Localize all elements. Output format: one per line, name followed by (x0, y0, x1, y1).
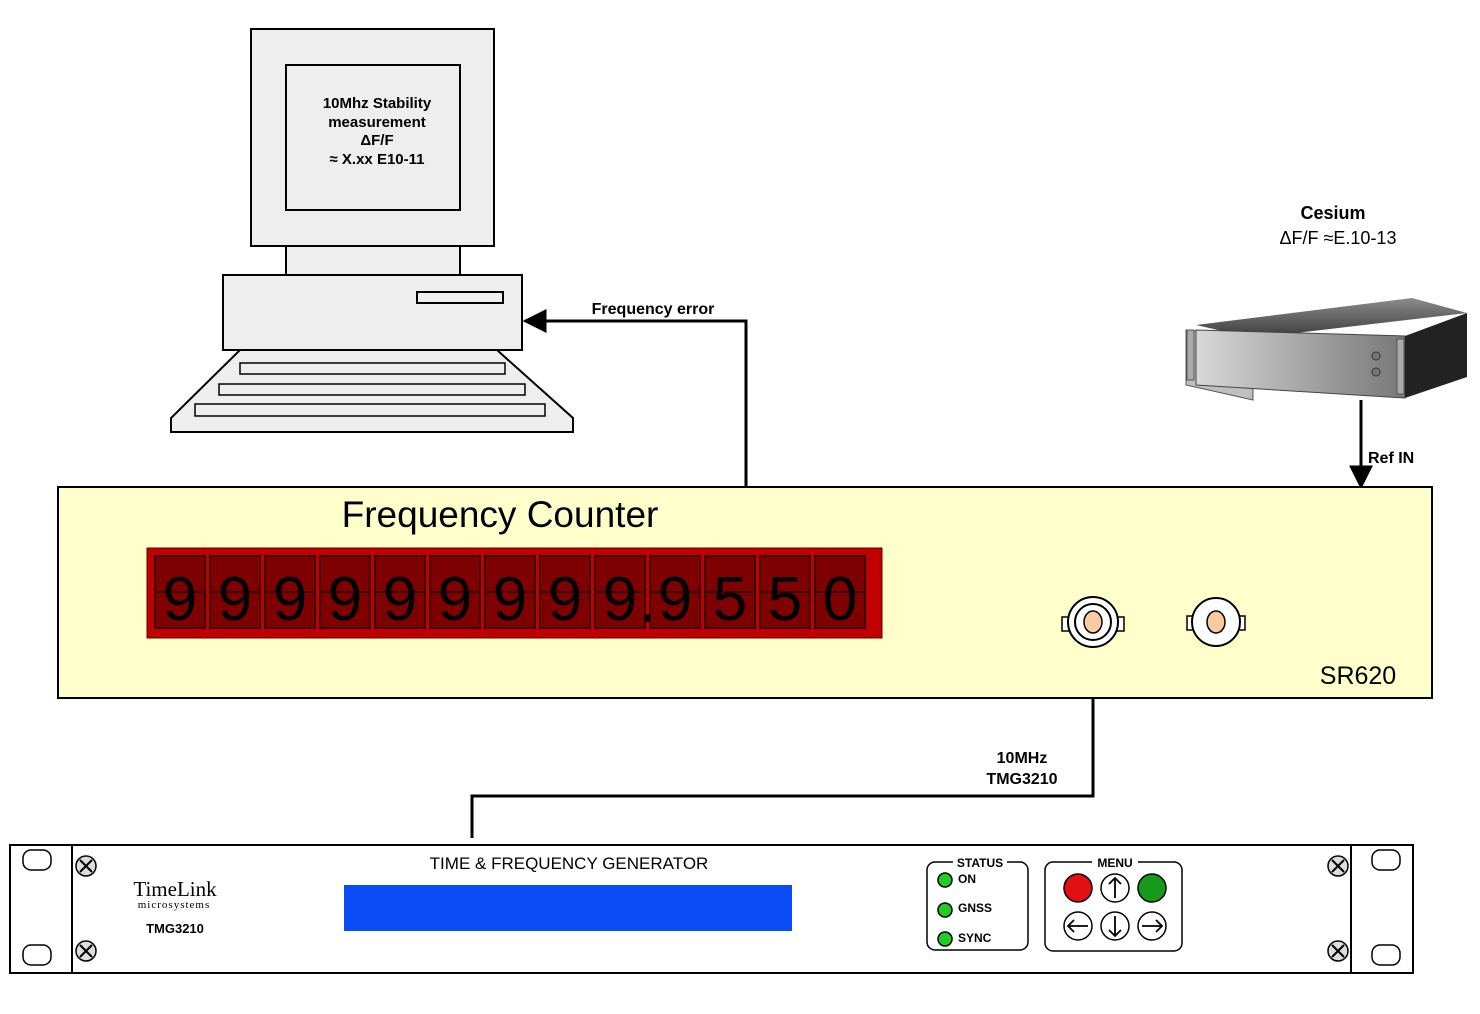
keyboard-row (218, 383, 526, 396)
rack-slot (22, 944, 52, 966)
digit-value: 9 (603, 565, 637, 634)
bnc-reference-connector[interactable] (1186, 597, 1246, 647)
rack-screw (1327, 940, 1349, 962)
rack-screw (75, 940, 97, 962)
digit-value: 9 (163, 565, 197, 634)
down-arrow-button[interactable] (1100, 911, 1130, 941)
generator-display (344, 885, 792, 931)
digit-value: 9 (438, 565, 472, 634)
counter-title: Frequency Counter (342, 494, 659, 535)
floppy-slot (416, 291, 504, 304)
digit-value: 9 (383, 565, 417, 634)
svg-text:GNSS: GNSS (958, 901, 992, 915)
brand-logo: TimeLink (133, 877, 217, 901)
digit-cell: 9 (374, 555, 426, 634)
digit-value: 9 (493, 565, 527, 634)
rack-slot (1371, 849, 1401, 871)
cesium-side (1405, 313, 1467, 398)
status-led-sync: SYNC (937, 931, 992, 947)
digit-value: 9 (658, 565, 692, 634)
left-arrow-button[interactable] (1063, 911, 1093, 941)
signal-10mhz-label: 10MHz (997, 750, 1048, 767)
keyboard-row (239, 362, 506, 375)
digit-cell: 9 (429, 555, 481, 634)
signal-source-label: TMG3210 (986, 771, 1057, 788)
status-title: STATUS (957, 856, 1003, 870)
digit-value: 9 (273, 565, 307, 634)
digit-value: 0 (823, 565, 857, 634)
counter-model: SR620 (1320, 662, 1396, 690)
digit-cell: 9 (484, 555, 536, 634)
right-arrow-button[interactable] (1137, 911, 1167, 941)
rack-slot (1371, 944, 1401, 966)
rack-screw (1327, 855, 1349, 877)
digit-cell: 5 (704, 555, 756, 634)
screen-line-2: measurement (328, 114, 426, 131)
screen-line-3: ΔF/F (360, 132, 393, 149)
digit-cell: 9 (539, 555, 591, 634)
digit-cell: 5 (759, 555, 811, 634)
digit-cell: 9 (264, 555, 316, 634)
computer-screen (285, 64, 461, 211)
digit-value: 9 (328, 565, 362, 634)
status-led-gnss: GNSS (937, 901, 992, 918)
digit-cell: 9 (594, 555, 652, 634)
digit-cell: 0 (814, 555, 866, 634)
menu-title: MENU (1097, 856, 1132, 870)
green-button[interactable] (1137, 873, 1167, 903)
cesium-connector (1371, 367, 1381, 377)
keyboard-row (194, 403, 546, 417)
connection-10mhz: 10MHz TMG3210 (470, 655, 1105, 838)
screen-line-1: 10Mhz Stability (323, 95, 432, 112)
digit-cell: 9 (209, 555, 261, 634)
brand-sub: microsystems (138, 899, 211, 911)
computer-neck (285, 245, 461, 276)
cesium-spec: ΔF/F ≈E.10-13 (1280, 228, 1397, 248)
cesium-reference: Cesium ΔF/F ≈E.10-13 (1185, 203, 1467, 401)
ref-in-label: Ref IN (1368, 450, 1414, 467)
rack-screw (75, 855, 97, 877)
status-led-on: ON (937, 872, 976, 888)
digit-cell: 9 (649, 555, 701, 634)
screen-line-4: ≈ X.xx E10-11 (330, 151, 425, 168)
generator-model: TMG3210 (146, 921, 204, 936)
rack-slot (22, 849, 52, 871)
cesium-connector (1371, 351, 1381, 361)
computer-base (222, 274, 523, 351)
cesium-handle (1396, 338, 1405, 395)
screen-text: 10Mhz Stability measurement ΔF/F ≈ X.xx … (323, 95, 432, 168)
tmg3210-generator: TimeLink microsystems TMG3210 TIME & FRE… (9, 844, 1414, 974)
red-button[interactable] (1063, 873, 1093, 903)
svg-text:ON: ON (958, 872, 976, 886)
cesium-title: Cesium (1300, 203, 1365, 223)
frequency-error-label: Frequency error (592, 301, 715, 318)
digit-cell: 9 (319, 555, 371, 634)
digit-value: 9 (548, 565, 582, 634)
digit-value: 9 (218, 565, 252, 634)
connection-ref-in: Ref IN (1349, 400, 1414, 490)
digit-value: 5 (713, 565, 747, 634)
computer: 10Mhz Stability measurement ΔF/F ≈ X.xx … (170, 28, 574, 433)
digit-cell: 9 (154, 555, 206, 634)
generator-title: TIME & FREQUENCY GENERATOR (430, 854, 709, 873)
cesium-top (1196, 298, 1467, 338)
bnc-input-connector[interactable] (1061, 596, 1125, 648)
cesium-handle (1186, 329, 1195, 381)
svg-text:SYNC: SYNC (958, 931, 992, 945)
up-arrow-button[interactable] (1100, 873, 1130, 903)
connection-frequency-error: Frequency error (522, 301, 748, 487)
digit-value: 5 (768, 565, 802, 634)
